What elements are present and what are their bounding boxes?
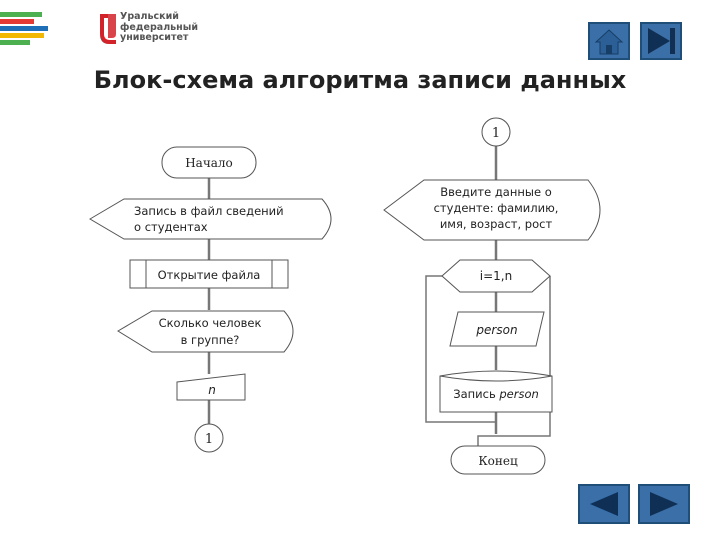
university-name-line-1: Уральский xyxy=(120,11,179,22)
write-person-var: person xyxy=(498,387,538,401)
write-person-label: Запись person xyxy=(453,387,539,401)
previous-button[interactable] xyxy=(578,484,630,524)
page-title: Блок-схема алгоритма записи данных xyxy=(93,66,627,94)
enter-data-line-1: Введите данные о xyxy=(440,185,551,199)
display-write-info: Запись в файл сведений о студентах xyxy=(89,198,332,240)
skip-forward-icon xyxy=(648,28,675,54)
open-file-label: Открытие файла xyxy=(158,268,261,282)
loop-hexagon: i=1,n xyxy=(441,259,551,293)
start-label: Начало xyxy=(185,156,233,170)
start-terminator: Начало xyxy=(161,146,257,179)
input-n: n xyxy=(176,373,246,401)
enter-data-line-2: студенте: фамилию, xyxy=(434,201,559,215)
storage-write-person: Запись person xyxy=(439,370,553,413)
connector-circle-top: 1 xyxy=(481,117,511,147)
next-button[interactable] xyxy=(638,484,690,524)
university-logo-mark xyxy=(100,14,116,44)
home-icon xyxy=(594,29,624,55)
university-name-line-3: университет xyxy=(120,32,189,43)
university-name: Уральский федеральный университет xyxy=(120,11,230,44)
loop-label: i=1,n xyxy=(480,269,512,283)
ask-count-line-1: Сколько человек xyxy=(159,316,262,330)
university-name-line-2: федеральный xyxy=(120,21,198,33)
write-person-prefix: Запись xyxy=(453,387,499,401)
forward-arrow-icon xyxy=(650,492,678,516)
end-button[interactable] xyxy=(640,22,682,60)
loop-exit-line xyxy=(477,276,551,446)
display-ask-count: Сколько человек в группе? xyxy=(117,310,294,353)
home-button[interactable] xyxy=(588,22,630,60)
io-person: person xyxy=(449,311,545,347)
ask-count-line-2: в группе? xyxy=(181,333,240,347)
display-enter-data: Введите данные о студенте: фамилию, имя,… xyxy=(383,179,601,241)
back-arrow-icon xyxy=(590,492,618,516)
top-navigation xyxy=(588,22,684,62)
process-open-file: Открытие файла xyxy=(129,259,289,289)
connector-circle-bottom: 1 xyxy=(194,423,224,453)
connector-bottom-label: 1 xyxy=(205,432,213,447)
input-n-label: n xyxy=(208,383,216,397)
loop-return-line xyxy=(425,275,496,423)
end-terminator: Конец xyxy=(450,445,546,475)
person-label: person xyxy=(475,323,517,337)
ural-stripes-logo xyxy=(0,8,80,45)
enter-data-line-3: имя, возраст, рост xyxy=(440,217,553,231)
connector-top-label: 1 xyxy=(492,126,500,141)
end-label: Конец xyxy=(478,454,518,468)
write-info-line-2: о студентах xyxy=(134,220,208,234)
bottom-navigation xyxy=(578,484,690,524)
write-info-line-1: Запись в файл сведений xyxy=(134,204,284,218)
